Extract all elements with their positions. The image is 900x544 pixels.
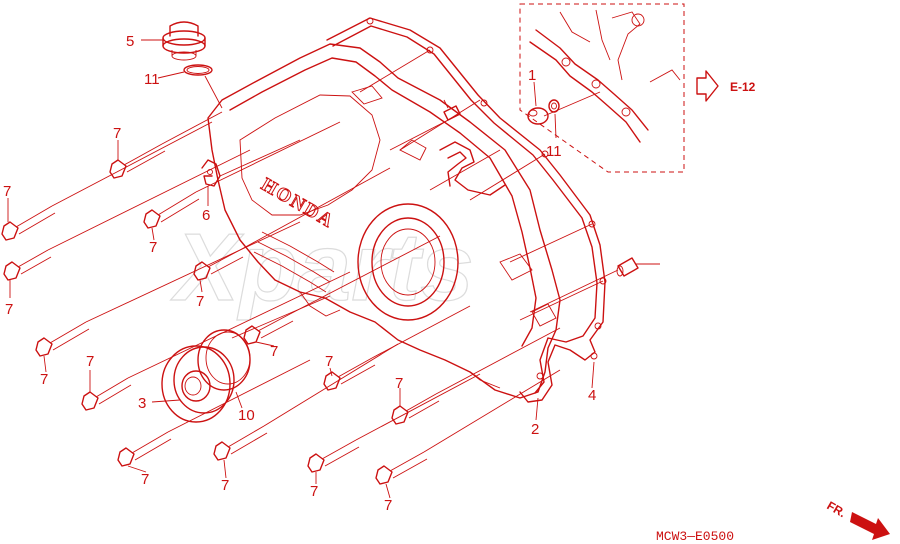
callout-8[interactable]: 10 <box>238 407 255 424</box>
gasket-holes <box>366 17 607 380</box>
reference-zone <box>519 3 685 173</box>
bolt[interactable] <box>3 249 52 281</box>
callout-5[interactable]: 5 <box>126 33 134 50</box>
callout-7[interactable]: 7 <box>86 353 94 370</box>
drain-plug[interactable] <box>527 107 549 125</box>
bolt[interactable] <box>81 377 132 411</box>
bolt[interactable] <box>307 439 360 473</box>
clutch-cap-o-ring[interactable] <box>197 329 251 391</box>
callout-7[interactable]: 7 <box>5 301 13 318</box>
drawing-code: MCW3—E0500 <box>656 529 734 544</box>
bolt[interactable] <box>375 451 428 485</box>
callout-6[interactable]: 6 <box>202 207 210 224</box>
o-ring[interactable] <box>183 64 213 76</box>
callout-leaders <box>7 39 660 499</box>
callout-7[interactable]: 7 <box>113 125 121 142</box>
front-arrow: FR. <box>825 498 890 540</box>
callout-3[interactable]: 3 <box>138 395 146 412</box>
callouts: 5 11 1 11 6 3 10 2 4 7 7 7 7 7 7 7 7 7 7… <box>3 33 596 514</box>
callout-7[interactable]: 7 <box>196 293 204 310</box>
gasket[interactable] <box>326 17 607 403</box>
callout-7[interactable]: 7 <box>384 497 392 514</box>
callout-9[interactable]: 11 <box>144 71 160 88</box>
front-label: FR. <box>825 498 849 520</box>
bolt[interactable] <box>143 191 200 229</box>
section-arrow[interactable]: E-12 <box>696 70 756 102</box>
section-ref: E-12 <box>730 80 756 94</box>
bolt[interactable] <box>213 425 268 461</box>
o-ring-inner <box>186 66 210 74</box>
dowel-pin-right[interactable] <box>616 257 639 277</box>
callout-7[interactable]: 7 <box>270 343 278 360</box>
bolt[interactable] <box>323 357 376 391</box>
bolt[interactable] <box>117 431 172 467</box>
bolt[interactable] <box>391 393 440 425</box>
callout-7[interactable]: 7 <box>310 483 318 500</box>
callout-4[interactable]: 4 <box>588 387 596 404</box>
assembly-lines <box>47 49 619 453</box>
callout-7[interactable]: 7 <box>40 371 48 388</box>
callout-7[interactable]: 7 <box>3 183 11 200</box>
bolt[interactable] <box>35 321 90 357</box>
watermark: Xparts <box>170 214 474 321</box>
callout-7[interactable]: 7 <box>395 375 403 392</box>
leader-cap <box>204 75 223 109</box>
washer-bore <box>551 102 557 110</box>
bolt[interactable] <box>1 205 56 241</box>
callout-10[interactable]: 11 <box>546 143 562 160</box>
callout-1[interactable]: 1 <box>528 67 536 84</box>
oil-filler-cap[interactable] <box>162 21 206 61</box>
callout-7[interactable]: 7 <box>149 239 157 256</box>
callout-2[interactable]: 2 <box>531 421 539 438</box>
callout-7[interactable]: 7 <box>325 353 333 370</box>
callout-7[interactable]: 7 <box>141 471 149 488</box>
callout-7[interactable]: 7 <box>221 477 229 494</box>
